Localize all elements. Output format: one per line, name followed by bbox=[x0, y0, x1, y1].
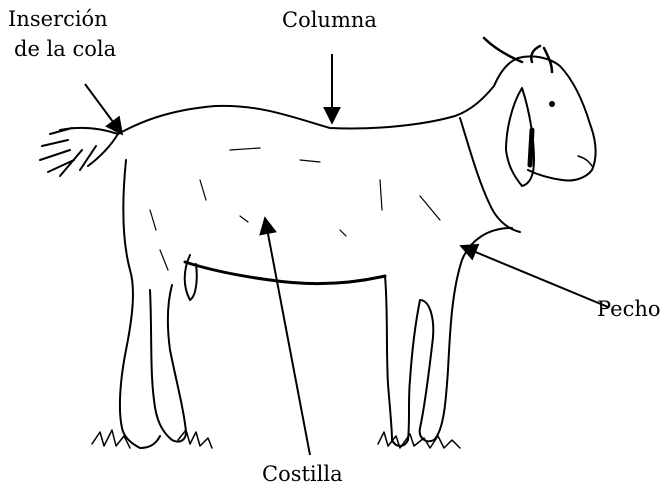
grass-right bbox=[378, 432, 460, 448]
goat-mouth bbox=[578, 156, 592, 166]
goat-horn bbox=[484, 38, 552, 72]
arrow-insercion bbox=[85, 84, 122, 134]
goat-hind-leg bbox=[120, 160, 186, 448]
goat-udder bbox=[185, 255, 197, 300]
arrow-pecho bbox=[461, 246, 608, 307]
goat-front-leg bbox=[385, 228, 512, 446]
goat-back bbox=[118, 86, 494, 134]
goat-neck bbox=[460, 58, 520, 232]
goat-beard bbox=[530, 130, 532, 165]
label-insercion-line2: de la cola bbox=[14, 36, 116, 63]
goat-illustration bbox=[40, 38, 596, 448]
goat-shading bbox=[150, 148, 440, 270]
label-insercion-line1: Inserción bbox=[8, 6, 108, 33]
goat-tail bbox=[40, 128, 118, 176]
goat-eye bbox=[549, 101, 555, 107]
label-costilla: Costilla bbox=[262, 461, 343, 488]
label-pecho: Pecho bbox=[597, 296, 661, 323]
arrow-costilla bbox=[265, 218, 310, 455]
label-columna: Columna bbox=[282, 7, 377, 34]
goat-belly bbox=[185, 262, 385, 283]
